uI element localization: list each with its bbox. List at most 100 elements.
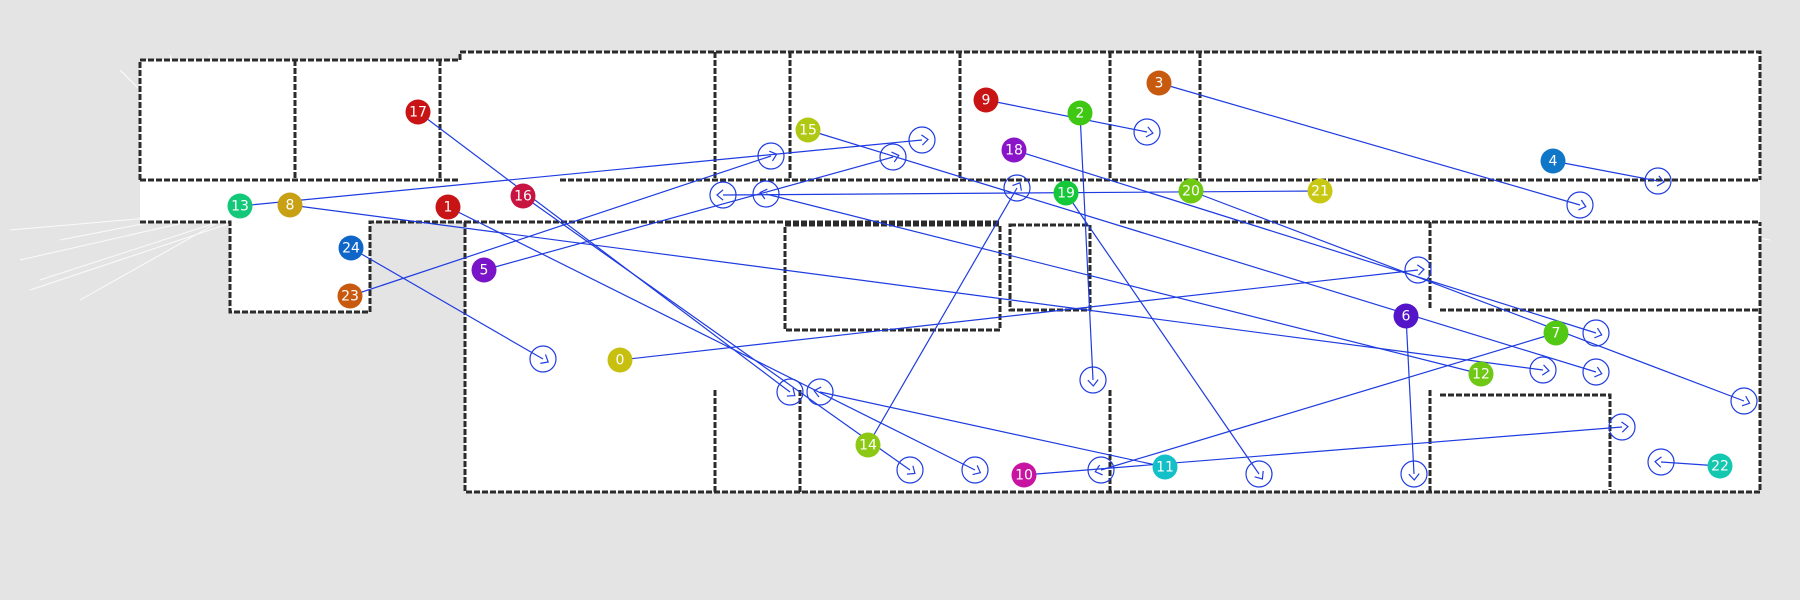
agent-5: 5 [471,257,497,283]
agent-6: 6 [1393,303,1419,329]
agent-marker [337,283,363,309]
west-room-bottom [230,220,370,312]
agent-label: 21 [1311,184,1329,200]
agent-marker [1393,303,1419,329]
agent-13: 13 [227,193,253,219]
agent-path-16 [522,195,911,471]
agent-label: 15 [799,123,817,139]
agent-22: 22 [1707,453,1733,479]
agent-marker [1543,320,1569,346]
goal-marker-3-arrow-circle-icon [1566,191,1594,219]
agent-11: 11 [1152,454,1178,480]
agent-path-6 [1405,315,1415,475]
goal-marker-18-arrow-circle-icon [1582,319,1610,347]
agent-label: 16 [514,189,532,205]
agent-4: 4 [1540,148,1566,174]
goal-marker-1-arrow-circle-icon [961,456,989,484]
goal-marker-21-arrow-circle-icon [709,181,737,209]
agent-label: 14 [859,438,877,454]
goal-marker-19-arrow-circle-icon [1245,460,1273,488]
agent-path-23 [349,155,772,297]
agent-marker [405,99,431,125]
agent-path-20 [1190,190,1745,402]
agent-14: 14 [855,432,881,458]
walls [138,50,1762,494]
agent-9: 9 [973,87,999,113]
agent-label: 8 [286,198,295,214]
agent-label: 6 [1402,309,1411,325]
agent-marker [1146,70,1172,96]
agent-20: 20 [1178,178,1204,204]
goal-marker-0-arrow-circle-icon [1404,256,1432,284]
agent-marker [607,347,633,373]
goal-marker-24-arrow-circle-icon [529,345,557,373]
agent-path-7 [1100,332,1557,471]
goal-marker-8-arrow-circle-icon [1529,356,1557,384]
agent-paths [239,82,1745,476]
agent-label: 1 [444,200,453,216]
goal-marker-12-arrow-circle-icon [752,180,780,208]
agent-label: 5 [480,263,489,279]
agent-path-19 [1065,192,1260,475]
agent-marker [1707,453,1733,479]
goal-markers [529,118,1758,488]
agent-path-17 [417,111,791,393]
agent-15: 15 [795,117,821,143]
goal-marker-6-arrow-circle-icon [1400,460,1428,488]
agent-18: 18 [1001,137,1027,163]
agent-24: 24 [338,235,364,261]
agent-path-24 [350,247,544,360]
room-divider-3 [713,390,1432,492]
agent-path-4 [1552,160,1659,182]
goal-marker-14-arrow-circle-icon [1003,174,1031,202]
agent-path-15 [807,129,1597,373]
agent-path-8 [289,204,1544,371]
goal-marker-10-arrow-circle-icon [1608,413,1636,441]
agent-label: 19 [1057,186,1075,202]
agent-label: 11 [1156,460,1174,476]
agent-label: 24 [342,241,360,257]
agent-label: 20 [1182,184,1200,200]
agent-marker [795,117,821,143]
agent-path-3 [1158,82,1581,206]
agent-label: 12 [1472,367,1490,383]
agent-label: 0 [616,353,625,369]
room-divider-2 [713,52,1202,180]
agent-marker [277,192,303,218]
goal-marker-23-arrow-circle-icon [757,142,785,170]
goal-marker-22-arrow-circle-icon [1647,448,1675,476]
agent-label: 9 [982,93,991,109]
agent-label: 23 [341,289,359,305]
agent-marker [1001,137,1027,163]
agent-path-12 [765,193,1482,375]
goal-marker-5-arrow-circle-icon [879,143,907,171]
goal-marker-7-arrow-circle-icon [1087,456,1115,484]
agent-label: 4 [1549,154,1558,170]
agent-marker [435,194,461,220]
goal-marker-4-arrow-circle-icon [1644,167,1672,195]
agent-0: 0 [607,347,633,373]
agent-path-13 [239,139,923,207]
agent-path-9 [985,99,1148,133]
agent-marker [1468,361,1494,387]
agent-7: 7 [1543,320,1569,346]
agent-23: 23 [337,283,363,309]
south-east-room [1440,393,1612,490]
north-east-rooms [1200,52,1760,182]
agent-path-10 [1023,426,1623,476]
agent-12: 12 [1468,361,1494,387]
agent-marker [973,87,999,113]
agent-label: 17 [409,105,427,121]
outer-wall [138,50,1762,494]
agent-label: 3 [1155,76,1164,92]
goal-marker-9-arrow-circle-icon [1133,118,1161,146]
agent-label: 13 [231,199,249,215]
agent-marker [1540,148,1566,174]
west-room-top [140,60,460,182]
agent-marker [510,183,536,209]
agent-marker [855,432,881,458]
agent-marker [1067,100,1093,126]
central-block [783,223,1002,332]
goal-marker-2-arrow-circle-icon [1079,366,1107,394]
